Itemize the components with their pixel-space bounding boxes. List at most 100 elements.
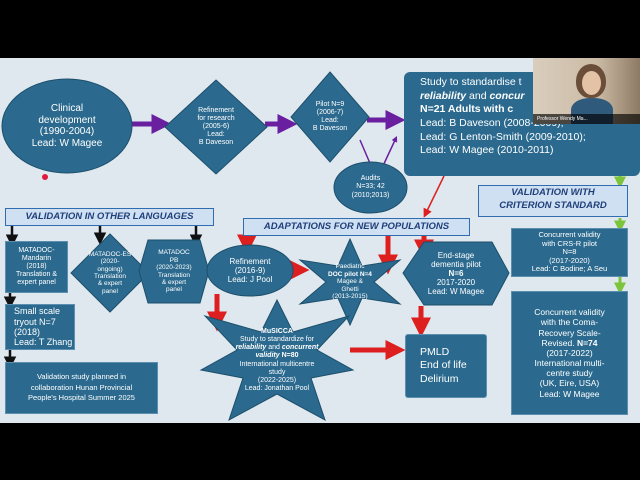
- refinement-research-line: Refinement: [198, 106, 234, 114]
- mandarin-line: expert panel: [17, 279, 56, 287]
- standardise-reliability: reliability: [420, 89, 467, 102]
- node-coma-recovery: Concurrent validity with the Coma- Recov…: [511, 291, 628, 415]
- es-line: (2020-: [100, 258, 120, 266]
- pmld-line: End of life: [420, 359, 467, 372]
- musicca-line: (2022-2025): [257, 376, 297, 384]
- header-criterion-line: VALIDATION WITH: [511, 187, 595, 198]
- endstage-line: dementia pilot: [431, 259, 481, 269]
- person-face: [582, 71, 601, 95]
- arrow-standardise-to-adaptations: [423, 175, 445, 218]
- coma-revised-line: Revised. N=74: [542, 338, 598, 348]
- node-refinement-research: Refinement for research (2005-6) Lead: B…: [164, 79, 268, 175]
- header-other-languages-text: VALIDATION IN OTHER LANGUAGES: [25, 211, 194, 222]
- clinical-line: development: [38, 114, 96, 126]
- pb-line: MATADOC: [158, 249, 190, 257]
- header-criterion-standard: VALIDATION WITH CRITERION STANDARD: [478, 185, 628, 217]
- audits-line: N=33; 42: [356, 183, 385, 191]
- musicca-concurrent: concurrent: [281, 344, 319, 352]
- endstage-line: N=6: [448, 268, 464, 278]
- musicca-validity-line: validity N=80: [256, 352, 299, 360]
- crs-line: (2017-2020): [549, 255, 590, 265]
- musicca-reliability: reliability: [235, 344, 267, 352]
- small-scale-line: Small scale: [14, 306, 61, 317]
- musicca-line: study: [268, 368, 286, 376]
- refinement-2016-line: Refinement: [229, 256, 271, 266]
- header-new-populations: ADAPTATIONS FOR NEW POPULATIONS: [243, 218, 470, 236]
- refinement-research-line: for research: [197, 114, 235, 122]
- arrows-layer: [3, 110, 626, 369]
- node-matadoc-mandarin: MATADOC- Mandarin (2018) Translation & e…: [5, 241, 68, 293]
- es-line: ongoing): [97, 265, 123, 273]
- node-pmld: PMLD End of life Delirium: [405, 334, 487, 398]
- webcam-video: Professor Wendy Ma...: [533, 58, 640, 124]
- paediatric-line: Paediatric: [335, 263, 365, 271]
- crs-line: Concurrent validity: [538, 229, 601, 239]
- standardise-concurrent: concur: [489, 89, 525, 102]
- endstage-line: 2017-2020: [436, 278, 476, 288]
- mandarin-line: Mandarin: [21, 254, 52, 262]
- musicca-validity: validity: [255, 352, 280, 360]
- musicca-line: Study to standardize for: [240, 336, 314, 344]
- coma-line: International multi-: [534, 358, 605, 369]
- pmld-line: PMLD: [420, 346, 450, 359]
- audits-line: (2010;2013): [351, 191, 390, 199]
- pb-line: PB: [169, 256, 179, 264]
- musicca-line: Lead: Jonathan Pool: [244, 384, 310, 392]
- standardise-reliability-line: reliability and concur: [420, 90, 640, 104]
- coma-line: Recovery Scale-: [538, 327, 601, 338]
- crs-line: Lead: C Bodine; A Seu: [531, 264, 608, 274]
- standardise-n: N=21 Adults with c: [420, 103, 514, 116]
- coma-n: N=74: [576, 337, 598, 348]
- clinical-line: Clinical: [50, 103, 84, 114]
- node-endstage-dementia: End-stage dementia pilot N=6 2017-2020 L…: [402, 241, 510, 306]
- node-small-scale-tryout: Small scale tryout N=7 (2018) Lead: T Zh…: [5, 304, 75, 350]
- pilot-line: Lead:: [321, 117, 339, 124]
- node-paediatric-pilot: Paediatric DOC pilot N=4 Magee & Ghetti …: [296, 238, 404, 326]
- musicca-title: MuSICCA: [261, 328, 293, 336]
- node-audits: Audits N=33; 42 (2010;2013): [333, 161, 408, 214]
- clinical-line: Lead: W Magee: [31, 137, 103, 149]
- paediatric-line: DOC pilot N=4: [328, 270, 372, 278]
- musicca-line: International multicentre: [239, 360, 315, 368]
- coma-line: Concurrent validity: [534, 307, 605, 318]
- pilot-line: (2006-7): [316, 108, 344, 116]
- coma-revised: Revised.: [541, 337, 577, 348]
- small-scale-line: Lead: T Zhang: [14, 337, 73, 348]
- mandarin-line: MATADOC-: [18, 246, 55, 254]
- standardise-lead: Lead: W Magee (2010-2011): [420, 144, 554, 157]
- mandarin-line: (2018): [26, 262, 47, 270]
- crs-line: with CRS-R pilot: [541, 238, 597, 248]
- paediatric-line: (2013-2015): [332, 293, 368, 301]
- audits-line: Audits: [360, 175, 381, 183]
- refinement-2016-line: Lead: J Pool: [227, 275, 273, 285]
- coma-line: (2017-2022): [546, 347, 593, 358]
- pointer-dot: [42, 174, 48, 180]
- standardise-lead: Lead: B Daveson (2008-2009);: [420, 116, 564, 129]
- clinical-line: (1990-2004): [39, 126, 95, 137]
- node-validation-planned: Validation study planned in collaboratio…: [5, 362, 158, 414]
- header-other-languages: VALIDATION IN OTHER LANGUAGES: [5, 208, 214, 226]
- refinement-research-line: B Daveson: [198, 139, 234, 147]
- es-line: & expert: [97, 280, 123, 288]
- pb-line: panel: [166, 286, 182, 294]
- coma-line: with the Coma-: [540, 317, 599, 328]
- musicca-n: N=80: [279, 352, 299, 360]
- standardise-and: and: [466, 89, 490, 102]
- refinement-research-line: (2005-6): [202, 122, 230, 130]
- validation-planned-line: People's Hospital Summer 2025: [28, 393, 135, 403]
- pb-line: & expert: [161, 278, 187, 286]
- node-matadoc-es: MATADOC-ES (2020- ongoing) Translation &…: [70, 233, 150, 313]
- musicca-and: and: [266, 344, 282, 352]
- refinement-research-line: Lead:: [207, 131, 225, 139]
- small-scale-line: (2018): [14, 327, 41, 337]
- pmld-line: Delirium: [420, 372, 459, 385]
- validation-planned-line: Validation study planned in: [36, 371, 127, 381]
- mandarin-line: Translation &: [16, 271, 57, 279]
- coma-line: centre study: [546, 368, 593, 379]
- standardise-lead: Lead: G Lenton-Smith (2009-2010);: [420, 130, 586, 143]
- standardise-title: Study to standardise t: [420, 76, 522, 88]
- endstage-line: End-stage: [437, 250, 475, 260]
- header-new-populations-text: ADAPTATIONS FOR NEW POPULATIONS: [263, 221, 450, 232]
- header-criterion-line: CRITERION STANDARD: [499, 199, 607, 211]
- node-matadoc-pb: MATADOC PB (2020-2023) Translation & exp…: [138, 239, 210, 304]
